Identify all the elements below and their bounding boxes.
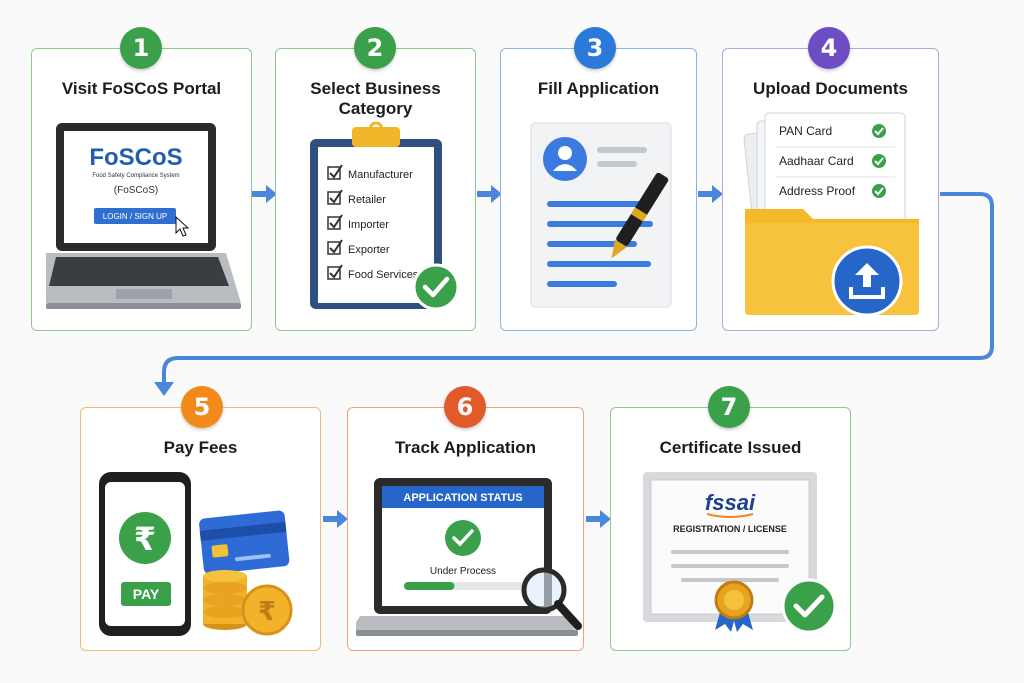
document-item: PAN Card <box>779 124 832 138</box>
folder-icon: PAN Card Aadhaar Card Address Proof <box>743 111 939 323</box>
step-6-card: Track Application APPLICATION STATUS Und… <box>347 407 584 651</box>
check-circle-icon <box>412 263 460 311</box>
category-item: Food Services <box>348 269 419 281</box>
checkbox-icon <box>327 216 341 230</box>
cursor-icon <box>175 215 190 237</box>
step-1-title: Visit FoSCoS Portal <box>61 79 222 98</box>
arrow-right-icon <box>323 508 349 535</box>
arrow-right-icon <box>477 183 503 210</box>
step-2-card: Select Business Category Manufacturer Re… <box>275 48 476 331</box>
step-7-card: Certificate Issued fssai REGISTRATION / … <box>610 407 851 651</box>
clipboard-icon: Manufacturer Retailer Importer Exporter … <box>306 121 466 321</box>
category-item: Exporter <box>348 244 390 256</box>
step-3-card: Fill Application <box>500 48 697 331</box>
pen-icon <box>611 172 669 259</box>
check-circle-icon <box>445 520 481 556</box>
form-document-icon <box>525 119 695 319</box>
certificate-icon: fssai REGISTRATION / LICENSE <box>641 470 847 646</box>
fssai-logo: fssai <box>705 490 756 515</box>
step-6-title: Track Application <box>394 438 537 457</box>
step-5-title: Pay Fees <box>163 438 238 457</box>
check-circle-icon <box>781 578 837 634</box>
document-item: Aadhaar Card <box>779 154 854 168</box>
certificate-label: REGISTRATION / LICENSE <box>673 524 787 534</box>
pay-button[interactable] <box>121 582 171 606</box>
status-text: Under Process <box>430 566 496 577</box>
laptop-icon: FoSCoS Food Safety Compliance System (Fo… <box>46 121 241 321</box>
status-header: APPLICATION STATUS <box>403 492 522 504</box>
check-circle-icon <box>872 154 886 168</box>
phone-icon: ₹ PAY ₹ <box>97 470 309 646</box>
step-3-badge: 3 <box>574 27 616 69</box>
category-list: Manufacturer Retailer Importer Exporter … <box>327 164 419 281</box>
connector-arrow <box>150 180 1000 405</box>
category-item: Manufacturer <box>348 169 413 181</box>
step-4-title: Upload Documents <box>753 79 908 98</box>
coins-icon: ₹ <box>203 570 293 636</box>
medal-icon <box>714 580 754 632</box>
category-item: Importer <box>348 219 389 231</box>
step-5-card: Pay Fees ₹ PAY ₹ <box>80 407 321 651</box>
portal-logo: FoSCoS <box>89 144 182 171</box>
checkbox-icon <box>327 266 341 280</box>
credit-card-icon <box>199 510 290 575</box>
arrow-right-icon <box>252 183 278 210</box>
portal-abbr: (FoSCoS) <box>114 185 158 196</box>
check-circle-icon <box>872 184 886 198</box>
coin-rupee-symbol: ₹ <box>258 596 276 626</box>
step-1-badge: 1 <box>120 27 162 69</box>
arrow-right-icon <box>698 183 724 210</box>
step-5-badge: 5 <box>181 386 223 428</box>
pay-label: PAY <box>133 586 160 602</box>
step-4-badge: 4 <box>808 27 850 69</box>
rupee-symbol: ₹ <box>134 521 156 557</box>
step-7-title: Certificate Issued <box>659 438 802 457</box>
checkbox-icon <box>327 166 341 180</box>
step-2-title: Select Business Category <box>310 79 441 118</box>
login-signup-button[interactable] <box>94 208 176 224</box>
step-4-card: Upload Documents PAN Card Aadhaar Card A… <box>722 48 939 331</box>
laptop-icon: APPLICATION STATUS Under Process <box>350 474 586 644</box>
magnifier-icon <box>521 567 582 630</box>
check-circle-icon <box>872 124 886 138</box>
status-progress-fill <box>404 582 455 590</box>
arrow-right-icon <box>586 508 612 535</box>
step-6-badge: 6 <box>444 386 486 428</box>
login-signup-label: LOGIN / SIGN UP <box>103 212 167 221</box>
step-7-badge: 7 <box>708 386 750 428</box>
document-item: Address Proof <box>779 184 856 198</box>
checkbox-icon <box>327 241 341 255</box>
category-item: Retailer <box>348 194 386 206</box>
step-3-title: Fill Application <box>537 79 660 98</box>
step-1-card: Visit FoSCoS Portal FoSCoS Food Safety C… <box>31 48 252 331</box>
step-2-badge: 2 <box>354 27 396 69</box>
checkbox-icon <box>327 191 341 205</box>
portal-subtitle: Food Safety Compliance System <box>92 173 179 179</box>
upload-icon <box>831 245 903 317</box>
